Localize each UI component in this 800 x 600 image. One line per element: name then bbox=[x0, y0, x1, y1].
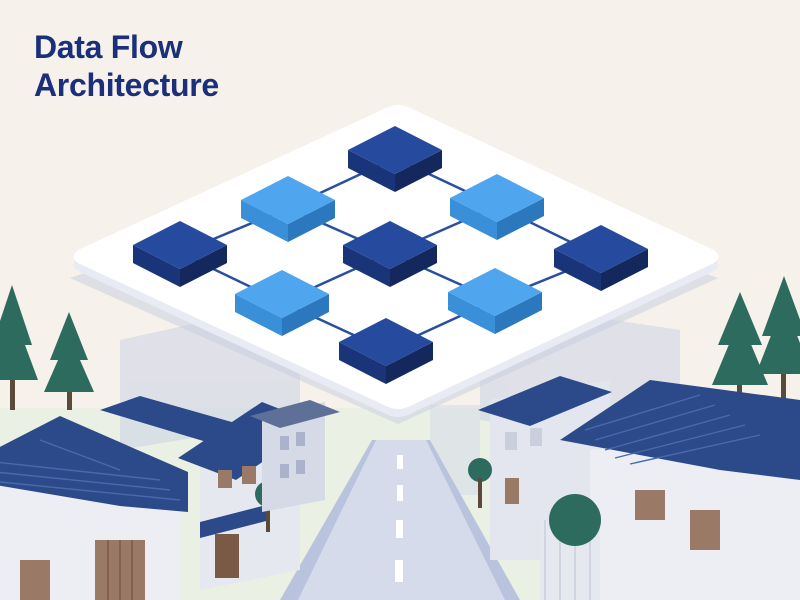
street bbox=[280, 440, 520, 600]
data-node bbox=[448, 268, 542, 334]
data-node bbox=[133, 221, 227, 287]
title-line-1: Data Flow bbox=[34, 29, 183, 65]
tree-left-2 bbox=[44, 312, 94, 410]
data-node bbox=[235, 270, 329, 336]
hanok-left bbox=[0, 396, 260, 600]
building-center-back bbox=[250, 400, 340, 512]
tree-right-1 bbox=[712, 292, 768, 405]
page-title: Data Flow Architecture bbox=[34, 28, 219, 104]
tree-left-1 bbox=[0, 285, 38, 410]
data-node bbox=[339, 318, 433, 384]
data-node bbox=[554, 225, 648, 291]
data-node bbox=[450, 174, 544, 240]
data-nodes bbox=[133, 126, 648, 384]
tree-right-2 bbox=[756, 276, 800, 400]
data-node bbox=[241, 176, 335, 242]
data-node bbox=[348, 126, 442, 192]
hanok-right bbox=[540, 380, 800, 600]
title-line-2: Architecture bbox=[34, 67, 219, 103]
data-node bbox=[343, 221, 437, 287]
